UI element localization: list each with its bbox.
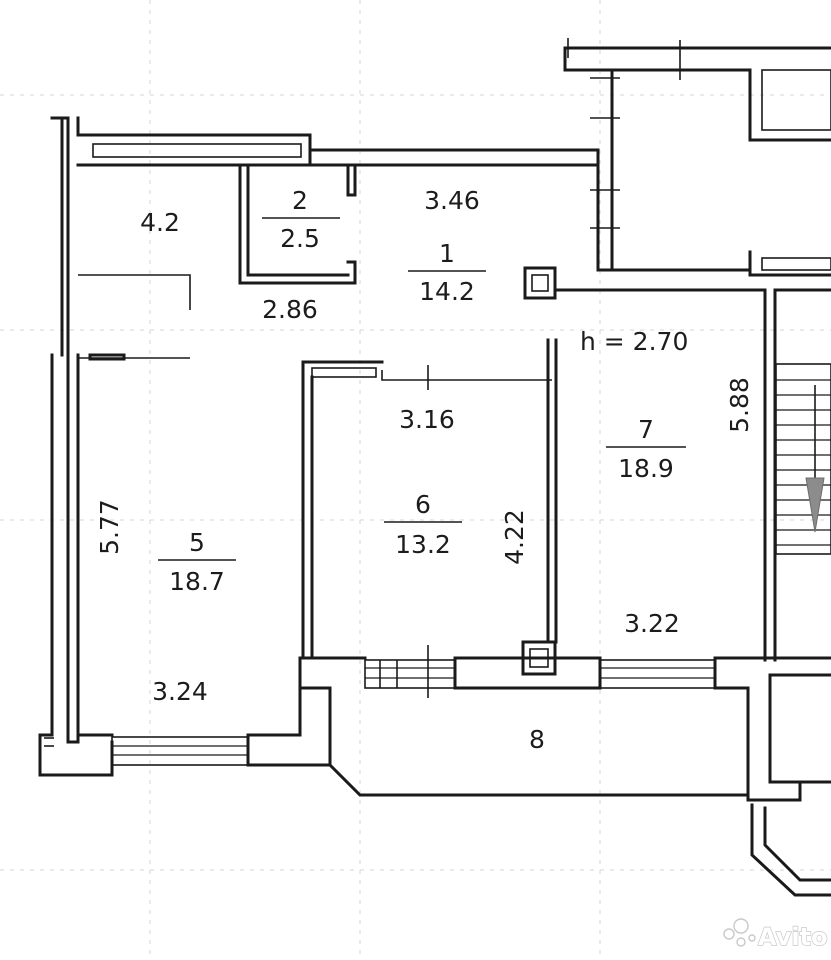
dimension-3-22: 3.22 bbox=[624, 609, 680, 638]
windows bbox=[111, 645, 716, 766]
dimension-3-24: 3.24 bbox=[152, 677, 208, 706]
room-2-number: 2 bbox=[292, 186, 308, 215]
stair-arrow-down-icon bbox=[805, 477, 825, 533]
room-labels: 1 14.2 2 2.5 5 18.7 6 13.2 7 18.9 8 h = … bbox=[169, 186, 688, 754]
room-5-area: 18.7 bbox=[169, 567, 225, 596]
wall-ticks bbox=[44, 38, 681, 747]
dimension-4-2: 4.2 bbox=[140, 208, 180, 237]
dimension-3-16: 3.16 bbox=[399, 405, 455, 434]
ceiling-height-label: h = 2.70 bbox=[580, 327, 688, 356]
watermark-text: Avito bbox=[758, 923, 828, 951]
room-7-number: 7 bbox=[638, 415, 654, 444]
room-8-number: 8 bbox=[529, 725, 545, 754]
dimension-4-22: 4.22 bbox=[500, 509, 529, 565]
room-1-number: 1 bbox=[439, 239, 455, 268]
room-5-number: 5 bbox=[189, 528, 205, 557]
area-fraction-bars bbox=[158, 217, 686, 561]
dimension-2-86: 2.86 bbox=[262, 295, 318, 324]
avito-logo-icon bbox=[723, 918, 756, 947]
dimension-5-77: 5.77 bbox=[95, 499, 124, 555]
room-6-area: 13.2 bbox=[395, 530, 451, 559]
room-1-area: 14.2 bbox=[419, 277, 475, 306]
ventilation-shafts bbox=[521, 266, 557, 676]
dimension-3-46: 3.46 bbox=[424, 186, 480, 215]
watermark: Avito bbox=[723, 918, 828, 952]
room-6-number: 6 bbox=[415, 490, 431, 519]
walls bbox=[38, 46, 831, 897]
room-2-area: 2.5 bbox=[280, 224, 320, 253]
staircase bbox=[776, 379, 831, 546]
dimension-5-88: 5.88 bbox=[725, 377, 754, 433]
room-7-area: 18.9 bbox=[618, 454, 674, 483]
dimension-labels: 4.2 3.46 2.86 3.16 5.88 5.77 4.22 3.22 3… bbox=[95, 186, 754, 706]
